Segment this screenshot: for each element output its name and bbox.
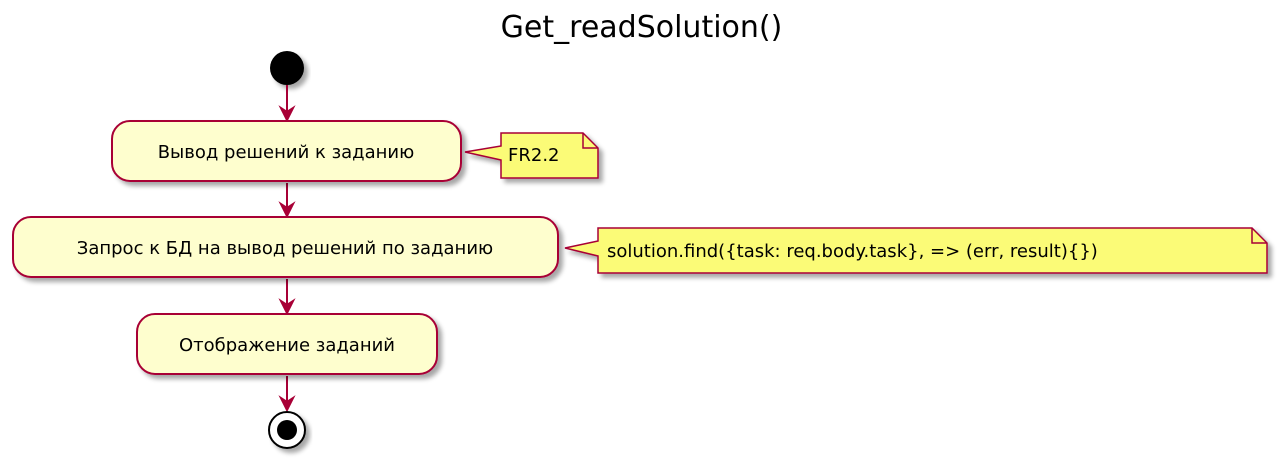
activity-3: Отображение заданий <box>136 313 438 375</box>
note-1-text: FR2.2 <box>508 145 560 166</box>
note-1: FR2.2 <box>464 132 599 179</box>
arrow-activity-3-to-end <box>278 376 296 413</box>
activity-2-label: Запрос к БД на вывод решений по заданию <box>77 238 493 259</box>
activity-2: Запрос к БД на вывод решений по заданию <box>12 216 559 278</box>
end-node <box>268 411 306 449</box>
arrow-start-to-activity-1 <box>278 85 296 123</box>
activity-3-label: Отображение заданий <box>179 335 395 356</box>
activity-1: Вывод решений к заданию <box>111 120 462 182</box>
diagram-title: Get_readSolution() <box>500 10 783 45</box>
arrow-activity-2-to-activity-3 <box>278 279 296 316</box>
activity-1-label: Вывод решений к заданию <box>158 142 415 163</box>
start-node <box>270 51 304 85</box>
note-2-text: solution.find({task: req.body.task}, => … <box>607 241 1098 262</box>
note-2: solution.find({task: req.body.task}, => … <box>564 227 1268 274</box>
arrow-activity-1-to-activity-2 <box>278 183 296 219</box>
